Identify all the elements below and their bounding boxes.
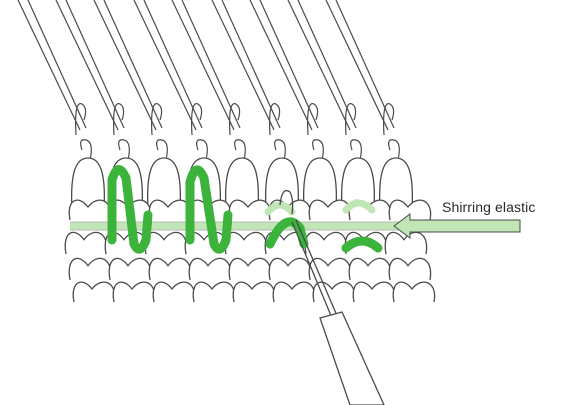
needle-7 xyxy=(250,0,323,160)
stitch-row-b-5 xyxy=(225,232,266,254)
stitch-row-b-9 xyxy=(385,232,426,254)
stitch-row-d-8 xyxy=(353,282,394,302)
needle-3 xyxy=(94,0,167,160)
shirring-elastic-label: Shirring elastic xyxy=(442,199,535,215)
stitch-row-d-6 xyxy=(273,282,314,302)
stitch-row-d-1 xyxy=(73,282,114,302)
stitch-row-c-4 xyxy=(189,258,230,280)
stitch-row-d-9 xyxy=(393,282,434,302)
machine-needles xyxy=(18,0,399,160)
stitch-row-d-2 xyxy=(113,282,154,302)
stitch-row-d-3 xyxy=(153,282,194,302)
stitch-row-c-9 xyxy=(389,258,430,280)
stitch-row-b-3 xyxy=(145,232,186,254)
stitch-row-c-6 xyxy=(269,258,310,280)
needle-1 xyxy=(18,0,91,160)
stitch-row-d-5 xyxy=(233,282,274,302)
needle-4 xyxy=(134,0,207,160)
stitch-row-c-3 xyxy=(149,258,190,280)
stitch-row-d-4 xyxy=(193,282,234,302)
needle-6 xyxy=(212,0,285,160)
stitch-row-c-8 xyxy=(349,258,390,280)
needle-9 xyxy=(326,0,399,160)
stitch-row-c-5 xyxy=(229,258,270,280)
stitch-row-d-7 xyxy=(313,282,354,302)
needle-2 xyxy=(56,0,129,160)
stitch-row-c-1 xyxy=(69,258,110,280)
stitch-row-c-2 xyxy=(109,258,150,280)
latch-tool-handle xyxy=(320,312,384,405)
needle-5 xyxy=(172,0,245,160)
stitch-row-b-7 xyxy=(305,232,346,254)
needle-8 xyxy=(288,0,361,160)
stitch-row-b-1 xyxy=(65,232,106,254)
